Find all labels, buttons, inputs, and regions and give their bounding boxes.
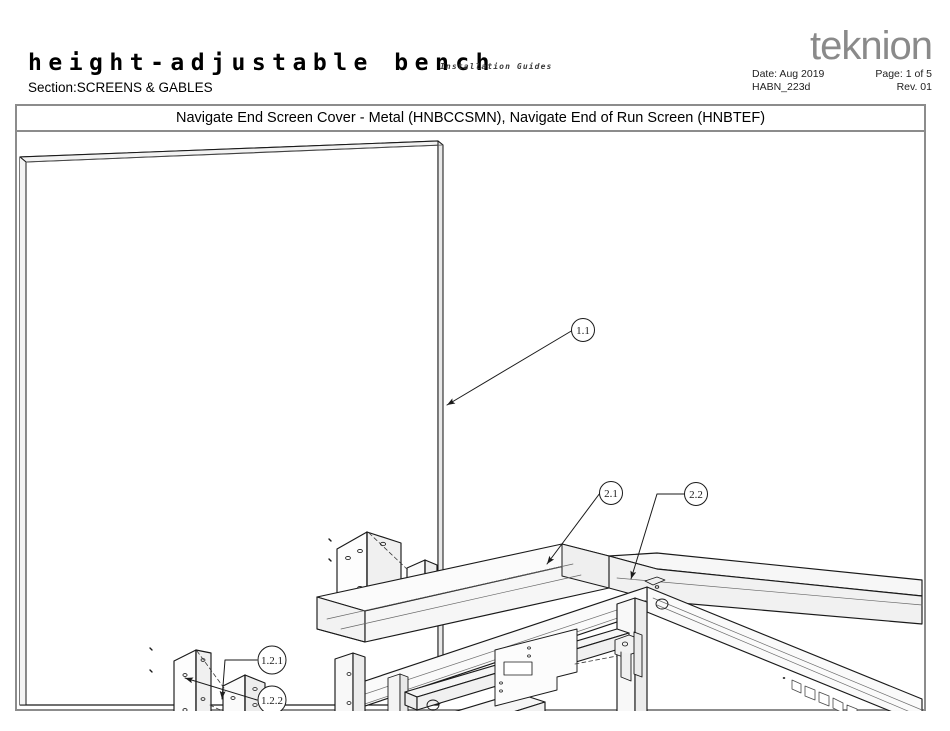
meta-revision: Rev. 01 <box>896 80 932 93</box>
callout-label: 1.1 <box>576 325 590 337</box>
callout-2-1[interactable]: 2.1 <box>599 481 623 505</box>
document-metadata: Date: Aug 2019 Page: 1 of 5 HABN_223d Re… <box>752 68 932 93</box>
callout-label: 1.2.1 <box>261 655 283 667</box>
callout-label: 1.2.2 <box>261 695 283 707</box>
section-label: Section: <box>28 80 77 95</box>
assembly-illustration: 1.1 2.1 2.2 1.2.1 <box>19 140 923 711</box>
center-mount-plate <box>494 628 618 707</box>
right-clamp-hardware <box>614 631 643 682</box>
leg-left <box>334 652 409 711</box>
callout-1-2-1[interactable]: 1.2.1 <box>257 645 287 675</box>
bench-secondary-beam <box>608 552 923 625</box>
drawing-title-bar: Navigate End Screen Cover - Metal (HNBCC… <box>17 106 924 132</box>
beam-end-details <box>346 576 669 711</box>
drawing-frame: Navigate End Screen Cover - Metal (HNBCC… <box>15 104 926 711</box>
end-screen-panel <box>19 140 444 706</box>
callout-leaders <box>184 329 686 701</box>
lower-bracket-pair <box>149 647 276 711</box>
brand-block: teknion Date: Aug 2019 Page: 1 of 5 HABN… <box>752 24 933 93</box>
document-header: height-adjustable bench Installation Gui… <box>0 0 950 100</box>
bench-upper-beam <box>316 543 610 643</box>
callout-1-1[interactable]: 1.1 <box>571 318 595 342</box>
meta-date: Date: Aug 2019 <box>752 68 825 80</box>
callout-balloons: 1.1 2.1 2.2 1.2.1 <box>257 318 708 711</box>
teknion-logo: teknion <box>810 24 933 68</box>
callout-2-2[interactable]: 2.2 <box>684 482 708 506</box>
drawing-canvas: 1.1 2.1 2.2 1.2.1 <box>17 132 924 711</box>
meta-doc-code: HABN_223d <box>752 80 811 93</box>
callout-label: 2.1 <box>604 488 618 500</box>
drawing-title: Navigate End Screen Cover - Metal (HNBCC… <box>175 110 766 126</box>
section-value: SCREENS & GABLES <box>76 80 213 95</box>
callout-label: 2.2 <box>689 489 703 501</box>
meta-page: Page: 1 of 5 <box>875 68 932 80</box>
section-line: Section:SCREENS & GABLES <box>28 80 213 95</box>
callout-1-2-2[interactable]: 1.2.2 <box>257 685 287 711</box>
guide-subtitle: Installation Guides <box>440 62 553 71</box>
page-title: height-adjustable bench <box>28 50 496 76</box>
